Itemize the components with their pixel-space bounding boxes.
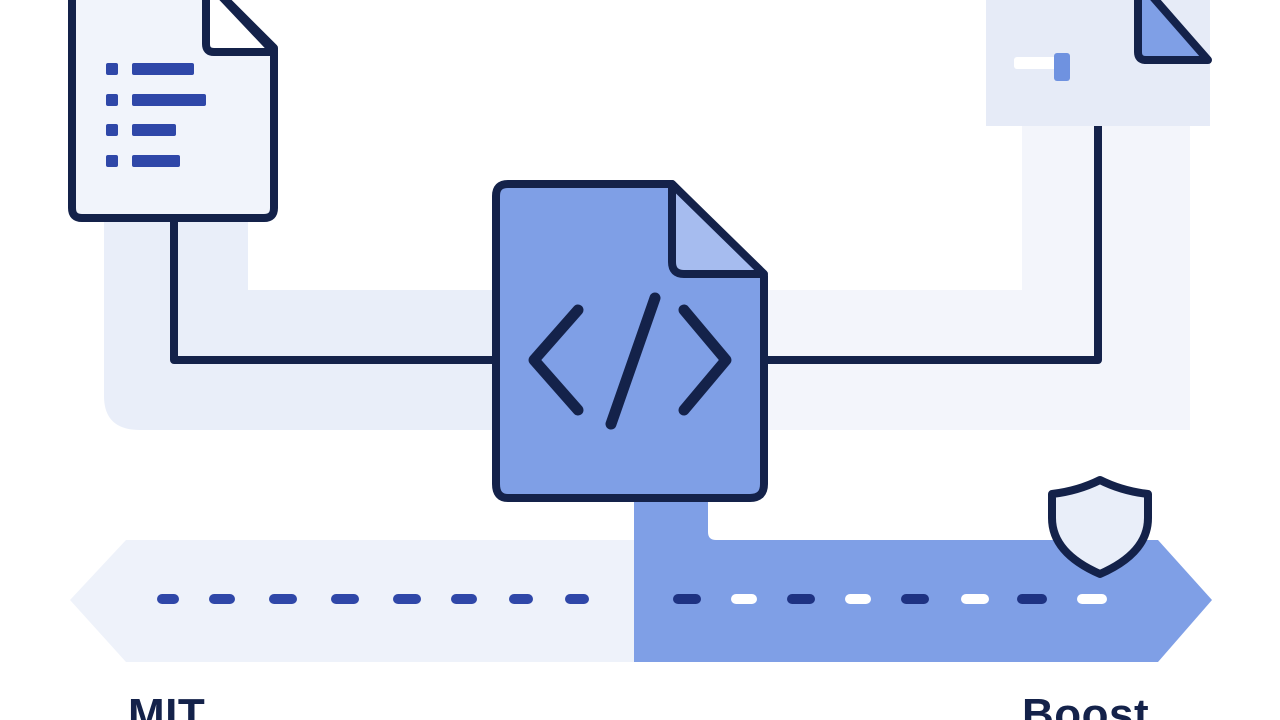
- left-document-fold: [202, 0, 278, 56]
- shield-icon: [1048, 476, 1152, 578]
- slash: [605, 292, 661, 430]
- list-line: [132, 124, 176, 136]
- list-bullet: [106, 63, 118, 75]
- left-band: [104, 170, 520, 430]
- code-brackets-icon: [528, 292, 732, 430]
- connector-stub: [1014, 57, 1058, 69]
- code-file-fold: [668, 180, 768, 278]
- right-band: [740, 120, 1190, 430]
- document-text-lines: [106, 63, 206, 167]
- list-bullet: [106, 94, 118, 106]
- list-line: [132, 155, 180, 167]
- mit-license-label: MIT: [128, 690, 206, 720]
- open-bracket: [528, 304, 584, 416]
- boost-license-label: Boost: [1022, 690, 1150, 720]
- close-bracket: [678, 304, 732, 416]
- list-bullet: [106, 155, 118, 167]
- list-line: [132, 94, 206, 106]
- code-file-icon: [492, 180, 768, 502]
- list-line: [132, 63, 194, 75]
- connector-plug: [1054, 53, 1070, 81]
- list-bullet: [106, 124, 118, 136]
- right-document-fold: [1134, 0, 1212, 64]
- document-icon: [986, 0, 1212, 126]
- document-lines-icon: [68, 0, 278, 222]
- left-connector: [170, 216, 498, 364]
